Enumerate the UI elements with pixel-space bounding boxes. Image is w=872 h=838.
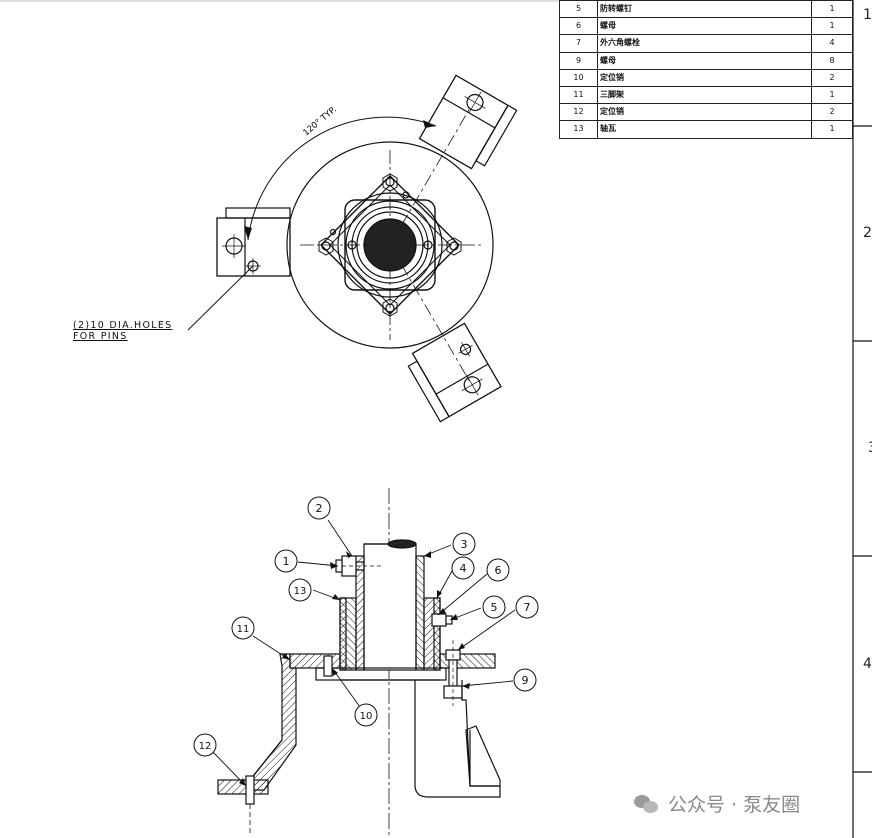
holes-note-line2: FOR PINS [73, 331, 128, 342]
part-number-cell: 5 [559, 0, 598, 19]
watermark-text: 公众号 · 泵友圈 [668, 794, 801, 816]
part-number-cell: 13 [559, 120, 598, 139]
balloon-10: 10 [354, 703, 378, 727]
zone-label-3: 3 [868, 440, 872, 456]
section-view [212, 488, 516, 838]
zone-label-4: 4 [863, 656, 872, 672]
part-qty-cell: 2 [811, 103, 853, 122]
plan-view [187, 74, 518, 423]
part-name-cell: 定位销 [597, 68, 812, 87]
zone-label-1: 1 [863, 7, 872, 23]
balloon-7: 7 [515, 595, 539, 619]
holes-note: (2)10 DIA.HOLES FOR PINS [73, 320, 172, 342]
balloon-5: 5 [482, 595, 506, 619]
balloon-1: 1 [274, 549, 298, 573]
balloon-6: 6 [486, 558, 510, 582]
part-name-cell: 螺母 [597, 51, 812, 70]
svg-text:2: 2 [316, 502, 323, 515]
part-name-cell: 螺母 [597, 17, 812, 36]
svg-text:12: 12 [199, 741, 212, 752]
part-qty-cell: 1 [811, 85, 853, 105]
part-qty-cell: 4 [811, 34, 853, 53]
balloon-2: 2 [307, 496, 331, 520]
holes-note-line1: (2)10 DIA.HOLES [73, 320, 173, 331]
part-name-cell: 防转螺钉 [597, 0, 812, 19]
svg-text:9: 9 [522, 674, 529, 687]
svg-text:5: 5 [491, 601, 498, 614]
part-name-cell: 外六角螺栓 [597, 34, 812, 53]
part-qty-cell: 1 [811, 0, 853, 19]
part-qty-cell: 1 [811, 17, 853, 36]
svg-text:3: 3 [461, 538, 468, 551]
part-name-cell: 定位销 [597, 103, 812, 122]
balloon-4: 4 [451, 556, 475, 580]
part-number-cell: 10 [559, 68, 598, 87]
part-qty-cell: 1 [811, 120, 853, 139]
balloon-9: 9 [513, 668, 537, 692]
part-number-cell: 7 [559, 34, 598, 53]
part-qty-cell: 8 [811, 51, 853, 70]
angle-note: 120° TYP. [302, 105, 339, 138]
svg-text:7: 7 [524, 601, 531, 614]
svg-text:6: 6 [495, 564, 502, 577]
part-number-cell: 12 [559, 103, 598, 122]
part-name-cell: 三脚架 [597, 85, 812, 105]
svg-text:4: 4 [460, 562, 467, 575]
svg-text:13: 13 [294, 586, 307, 597]
balloon-3: 3 [452, 532, 476, 556]
part-number-cell: 6 [559, 17, 598, 36]
svg-text:10: 10 [360, 711, 373, 722]
part-qty-cell: 2 [811, 68, 853, 87]
watermark: 公众号 · 泵友圈 [634, 790, 800, 817]
zone-label-2: 2 [863, 225, 872, 241]
part-number-cell: 11 [559, 85, 598, 105]
svg-text:11: 11 [237, 624, 250, 635]
drawing-frame [852, 0, 872, 838]
part-number-cell: 9 [559, 51, 598, 70]
balloon-11: 11 [231, 616, 255, 640]
wechat-icon [634, 793, 660, 815]
part-name-cell: 轴瓦 [597, 120, 812, 139]
balloon-12: 12 [193, 733, 217, 757]
svg-text:1: 1 [283, 555, 290, 568]
balloon-13: 13 [288, 578, 312, 602]
